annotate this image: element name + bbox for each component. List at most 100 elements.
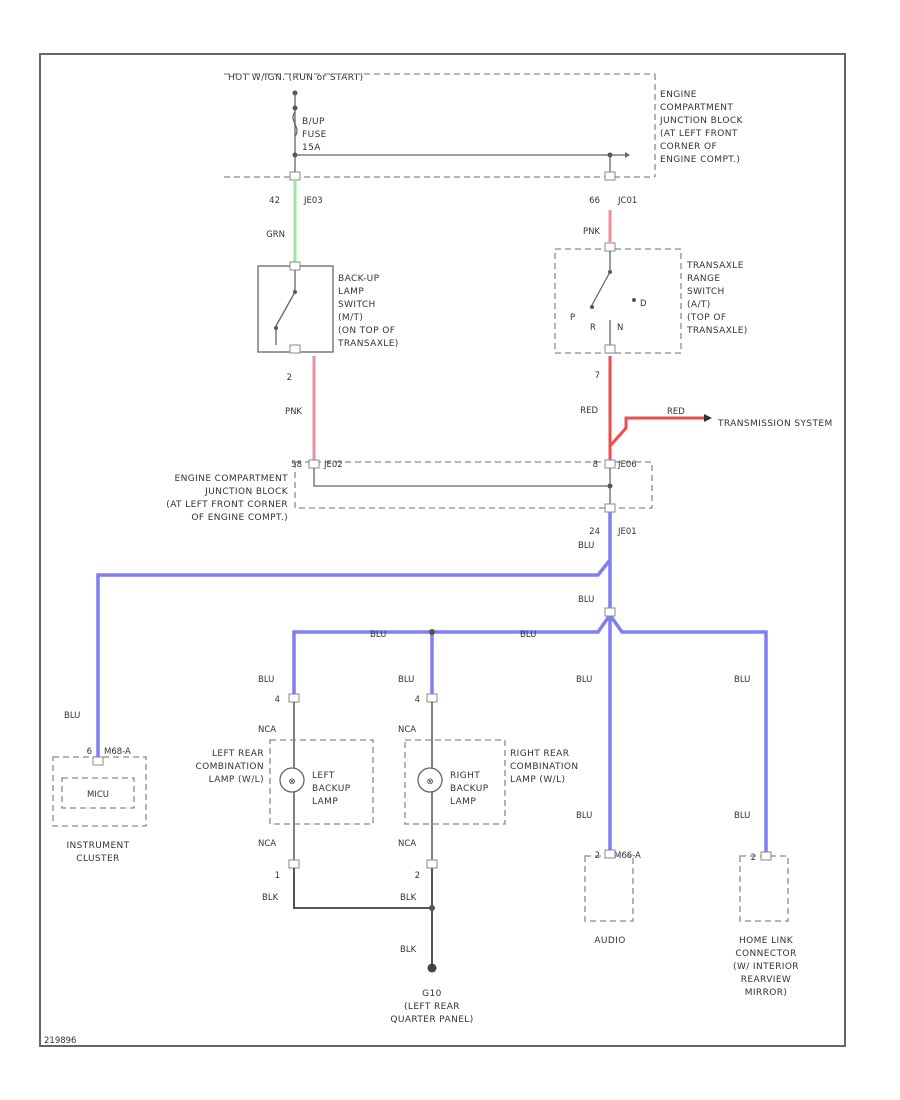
junction-mid-conn-right: JE06	[617, 460, 637, 470]
backup-switch-pin-bottom	[289, 344, 301, 354]
right-lamp-pin-bottom: 2	[415, 871, 420, 881]
backup-switch-pin-top	[289, 261, 301, 271]
range-switch-pin-bottom	[604, 344, 616, 354]
svg-text:FUSE: FUSE	[302, 130, 327, 140]
svg-text:RIGHT: RIGHT	[450, 771, 480, 781]
svg-text:RANGE: RANGE	[687, 274, 720, 284]
wire-blk-left	[293, 868, 432, 909]
right-lamp-connector-top	[426, 693, 438, 703]
bus-arrow-icon	[625, 152, 630, 158]
svg-text:(TOP OF: (TOP OF	[687, 313, 726, 323]
svg-text:TRANSAXLE): TRANSAXLE)	[686, 326, 748, 336]
blu-label-3: BLU	[520, 630, 536, 640]
instrument-cluster-label: INSTRUMENT CLUSTER	[66, 841, 129, 864]
diagram-frame	[39, 53, 846, 1047]
junction-mid-pin-right: 8	[593, 460, 598, 470]
svg-text:QUARTER PANEL): QUARTER PANEL)	[390, 1015, 473, 1025]
junction-top-label: ENGINE COMPARTMENT JUNCTION BLOCK (AT LE…	[659, 90, 744, 165]
left-lamp-connector-top	[288, 693, 300, 703]
power-source-label: HOT W/IGN. (RUN or START)	[228, 73, 364, 83]
svg-text:BACKUP: BACKUP	[450, 784, 489, 794]
svg-text:LAMP: LAMP	[338, 287, 364, 297]
svg-text:TRANSAXLE): TRANSAXLE)	[337, 339, 399, 349]
junction-mid-node	[607, 483, 613, 489]
right-lamp-nca-bottom: NCA	[398, 839, 416, 849]
backup-pin-in: 42	[269, 196, 280, 206]
homelink-connector	[760, 851, 772, 861]
right-lamp-blk: BLK	[400, 893, 417, 903]
range-wire-in-label: PNK	[583, 227, 600, 237]
footer-code: 219896	[44, 1036, 76, 1046]
cluster-conn: M68-A	[104, 747, 131, 757]
cluster-connector	[92, 756, 104, 766]
backup-switch-label: BACK-UP LAMP SWITCH (M/T) (ON TOP OF TRA…	[337, 274, 399, 349]
svg-text:(A/T): (A/T)	[687, 300, 711, 310]
junction-mid-internal-wire	[313, 468, 610, 487]
svg-text:REARVIEW: REARVIEW	[741, 975, 791, 985]
svg-text:INSTRUMENT: INSTRUMENT	[66, 841, 129, 851]
backup-switch-arm-icon	[275, 291, 296, 327]
range-switch-box	[554, 248, 682, 354]
left-lamp-nca-top: NCA	[258, 725, 276, 735]
audio-wire-label-bottom: BLU	[576, 811, 592, 821]
transmission-arrow-icon	[704, 414, 712, 422]
svg-text:BACK-UP: BACK-UP	[338, 274, 380, 284]
range-switch-arm-icon	[591, 271, 611, 306]
fuse-label: B/UP FUSE 15A	[302, 117, 327, 153]
homelink-pin: 2	[751, 853, 756, 863]
svg-text:JUNCTION BLOCK: JUNCTION BLOCK	[659, 116, 744, 126]
connector-je01	[604, 503, 616, 513]
left-lamp-blk: BLK	[262, 893, 279, 903]
range-switch-pivot	[590, 305, 594, 309]
blu-label-2: BLU	[370, 630, 386, 640]
right-lamp-wire-in: BLU	[398, 675, 414, 685]
right-lamp-pin-top: 4	[415, 695, 420, 705]
ground-icon	[427, 963, 437, 973]
right-bulb-label: RIGHT BACKUP LAMP	[450, 771, 489, 807]
left-lamp-label: LEFT REAR COMBINATION LAMP (W/L)	[195, 749, 264, 785]
range-wire-out-label: RED	[580, 406, 598, 416]
backup-wire-out-label: PNK	[285, 407, 302, 417]
blu-label-1: BLU	[578, 595, 594, 605]
svg-text:SWITCH: SWITCH	[687, 287, 725, 297]
left-lamp-box	[269, 739, 374, 825]
left-lamp-pin-bottom: 1	[275, 871, 280, 881]
svg-text:(ON TOP OF: (ON TOP OF	[338, 326, 395, 336]
micu-label: MICU	[87, 790, 109, 800]
micu-box	[61, 777, 135, 809]
left-lamp-connector-bottom	[288, 859, 300, 869]
svg-text:ENGINE COMPT.): ENGINE COMPT.)	[660, 155, 740, 165]
junction-mid-label: ENGINE COMPARTMENT JUNCTION BLOCK (AT LE…	[166, 474, 288, 523]
junction-mid-conn-left: JE02	[323, 460, 343, 470]
right-lamp-nca-top: NCA	[398, 725, 416, 735]
audio-box	[584, 855, 634, 922]
fuse-icon	[292, 111, 298, 137]
junction-mid-wire-out: BLU	[578, 541, 594, 551]
svg-text:COMBINATION: COMBINATION	[510, 762, 579, 772]
range-conn-in: JC01	[617, 196, 637, 206]
transmission-label: TRANSMISSION SYSTEM	[717, 419, 833, 429]
range-positions: P R N D	[570, 299, 647, 333]
ground-label: (LEFT REAR QUARTER PANEL)	[390, 1002, 473, 1025]
homelink-wire-label-top: BLU	[734, 675, 750, 685]
svg-text:COMPARTMENT: COMPARTMENT	[660, 103, 733, 113]
svg-text:LAMP (W/L): LAMP (W/L)	[209, 775, 264, 785]
svg-text:B/UP: B/UP	[302, 117, 325, 127]
right-lamp-connector-bottom	[426, 859, 438, 869]
right-lamp-box	[404, 739, 506, 825]
right-bulb-icon	[417, 767, 443, 793]
ground-wire-label: BLK	[400, 945, 417, 955]
ground-id: G10	[422, 989, 442, 999]
audio-wire-label-top: BLU	[576, 675, 592, 685]
svg-text:LAMP: LAMP	[450, 797, 476, 807]
backup-switch-pivot	[274, 326, 278, 330]
svg-text:ENGINE: ENGINE	[660, 90, 697, 100]
backup-conn-in: JE03	[303, 196, 323, 206]
backup-wire-in-label: GRN	[266, 230, 285, 240]
backup-pin-out: 2	[287, 373, 292, 383]
svg-text:LAMP: LAMP	[312, 797, 338, 807]
transmission-wire-label: RED	[667, 407, 685, 417]
blu-splice-node	[429, 629, 435, 635]
fuse-node-top	[292, 105, 298, 111]
